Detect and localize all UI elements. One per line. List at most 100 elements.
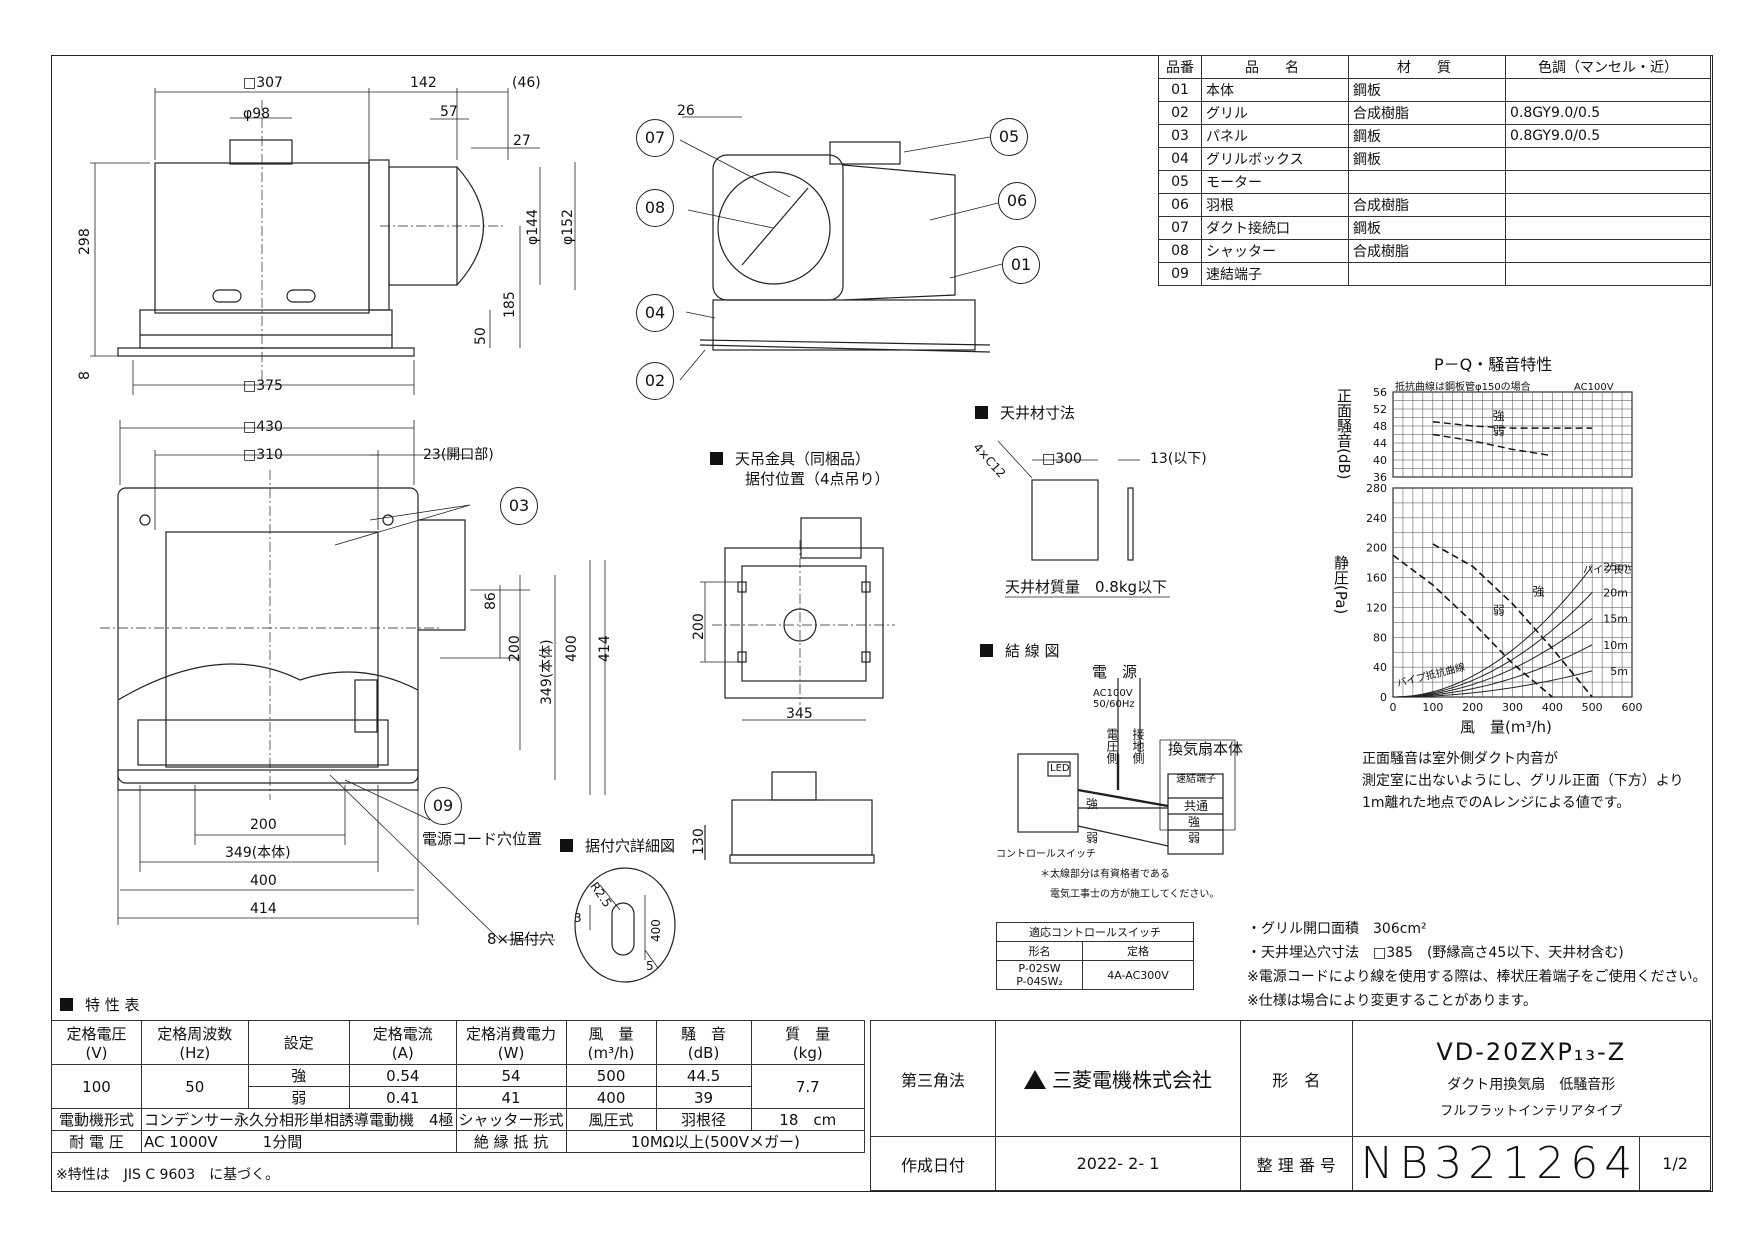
parts-name: 速結端子	[1201, 262, 1349, 286]
parts-material: 鋼板	[1348, 147, 1506, 171]
balloon-07: 07	[636, 119, 674, 157]
dim-3: 3	[574, 911, 582, 925]
wiring-power: 電 源	[1092, 663, 1138, 681]
spec-h-air: 風 量(m³/h)	[565, 1020, 657, 1065]
spec-current-weak: 0.41	[348, 1086, 457, 1109]
balloon-08: 08	[636, 189, 674, 227]
spec-section-title: 特 性 表	[60, 994, 140, 1015]
sheet-number: 1/2	[1639, 1136, 1711, 1191]
dim-400-horizontal: 400	[250, 873, 277, 889]
parts-header-no: 品番	[1158, 55, 1202, 79]
parts-name: グリル	[1201, 101, 1349, 125]
company-logo-icon	[1023, 1070, 1046, 1089]
dim-142: 142	[410, 75, 437, 91]
wire-strong: 強	[1086, 797, 1099, 811]
wiring-fan-body: 換気扇本体	[1168, 740, 1244, 758]
pipe-length-label: パイプ長さ	[1583, 565, 1633, 576]
dim-46: (46)	[512, 75, 541, 91]
spec-blade-value: 18 cm	[750, 1108, 866, 1131]
number-label: 整 理 番 号	[1240, 1136, 1353, 1191]
chart-voltage: AC100V	[1574, 382, 1614, 393]
parts-name: 本体	[1201, 78, 1349, 102]
parts-header-name: 品 名	[1201, 55, 1349, 79]
spec-current-strong: 0.54	[348, 1064, 457, 1087]
model-label: 形 名	[1240, 1020, 1353, 1137]
wiring-ground-side: 接地側	[1131, 728, 1145, 764]
parts-color	[1505, 170, 1711, 194]
spec-footnote: ※特性は JIS C 9603 に基づく。	[56, 1167, 280, 1183]
parts-header-row: 品番 品 名 材 質 色調（マンセル・近）	[1158, 55, 1711, 79]
parts-name: パネル	[1201, 124, 1349, 148]
parts-no: 08	[1158, 239, 1202, 263]
dim-5: 5	[646, 959, 654, 973]
parts-no: 02	[1158, 101, 1202, 125]
ctl-h-rating: 定格	[1082, 941, 1194, 961]
dim-26: 26	[677, 103, 695, 119]
spec-voltage: 100	[51, 1064, 142, 1109]
parts-no: 09	[1158, 262, 1202, 286]
chart-note-1: 正面騒音は室外側ダクト内音が	[1362, 751, 1558, 767]
spec-h-voltage: 定格電圧(V)	[51, 1020, 142, 1065]
parts-no: 06	[1158, 193, 1202, 217]
dim-square-310: □310	[243, 447, 283, 463]
parts-no: 04	[1158, 147, 1202, 171]
ctl-model-1: P-02SW	[1018, 962, 1061, 975]
parts-color: 0.8GY9.0/0.5	[1505, 124, 1711, 148]
chart-xlabel: 風 量(m³/h)	[1460, 718, 1552, 736]
model-number: VD-20ZXP₁₃-Z	[1436, 1038, 1627, 1066]
parts-color	[1505, 193, 1711, 217]
cord-hole-label: 電源コード穴位置	[422, 830, 543, 848]
spec-withstand-label: 耐 電 圧	[51, 1130, 142, 1153]
dim-phi98: φ98	[243, 106, 271, 122]
terminal-common: 共通	[1184, 799, 1209, 813]
chart-subtitle: 抵抗曲線は鋼板管φ150の場合	[1395, 382, 1531, 393]
spec-shutter-label: シャッター形式	[455, 1108, 567, 1131]
parts-color	[1505, 78, 1711, 102]
model-cell: VD-20ZXP₁₃-Z ダクト用換気扇 低騒音形 フルフラットインテリアタイプ	[1351, 1020, 1711, 1137]
parts-no: 05	[1158, 170, 1202, 194]
spec-h-setting: 設定	[247, 1020, 350, 1065]
balloon-03: 03	[500, 487, 538, 525]
spec-insulation-value: 10MΩ以上(500Vメガー)	[565, 1130, 866, 1153]
projection-label: 第三角法	[870, 1020, 996, 1137]
parts-material: 合成樹脂	[1348, 101, 1506, 125]
parts-material: 鋼板	[1348, 124, 1506, 148]
model-desc-1: ダクト用換気扇 低騒音形	[1447, 1077, 1616, 1093]
wiring-note-2: 電気工事士の方が施工してください。	[1050, 889, 1220, 900]
dim-hanger-200: 200	[691, 613, 707, 640]
dim-27: 27	[513, 133, 531, 149]
ctl-h-model: 形名	[995, 941, 1084, 961]
spec-h-noise: 騒 音(dB)	[655, 1020, 752, 1065]
drawing-number: NB321264	[1351, 1136, 1641, 1191]
spec-setting-weak: 弱	[247, 1086, 350, 1109]
ctl-model-2: P-04SW₂	[1016, 975, 1063, 988]
parts-name: 羽根	[1201, 193, 1349, 217]
parts-name: ダクト接続口	[1201, 216, 1349, 240]
chart-title: P－Q・騒音特性	[1434, 355, 1553, 374]
spec-noise-weak: 39	[655, 1086, 752, 1109]
parts-name: グリルボックス	[1201, 147, 1349, 171]
note-2: ・天井埋込穴寸法 □385 (野縁高さ45以下、天井材含む)	[1247, 945, 1624, 961]
spec-shutter-value: 風圧式	[565, 1108, 657, 1131]
parts-color	[1505, 239, 1711, 263]
parts-color: 0.8GY9.0/0.5	[1505, 101, 1711, 125]
model-desc-2: フルフラットインテリアタイプ	[1440, 1104, 1623, 1119]
spec-motor-label: 電動機形式	[51, 1108, 142, 1131]
parts-name: モーター	[1201, 170, 1349, 194]
company-name: 三菱電機株式会社	[1051, 1068, 1212, 1092]
balloon-06: 06	[998, 182, 1036, 220]
parts-color	[1505, 147, 1711, 171]
spec-withstand-value: AC 1000V 1分間	[141, 1130, 457, 1153]
terminal-weak: 弱	[1188, 831, 1201, 845]
note-3: ※電源コードにより線を使用する際は、棒状圧着端子をご使用ください。	[1247, 969, 1707, 985]
dim-opening-23: 23(開口部)	[423, 447, 494, 463]
parts-material	[1348, 262, 1506, 286]
dim-square-375: □375	[243, 378, 283, 394]
terminal-strong: 強	[1188, 815, 1201, 829]
parts-name: シャッター	[1201, 239, 1349, 263]
